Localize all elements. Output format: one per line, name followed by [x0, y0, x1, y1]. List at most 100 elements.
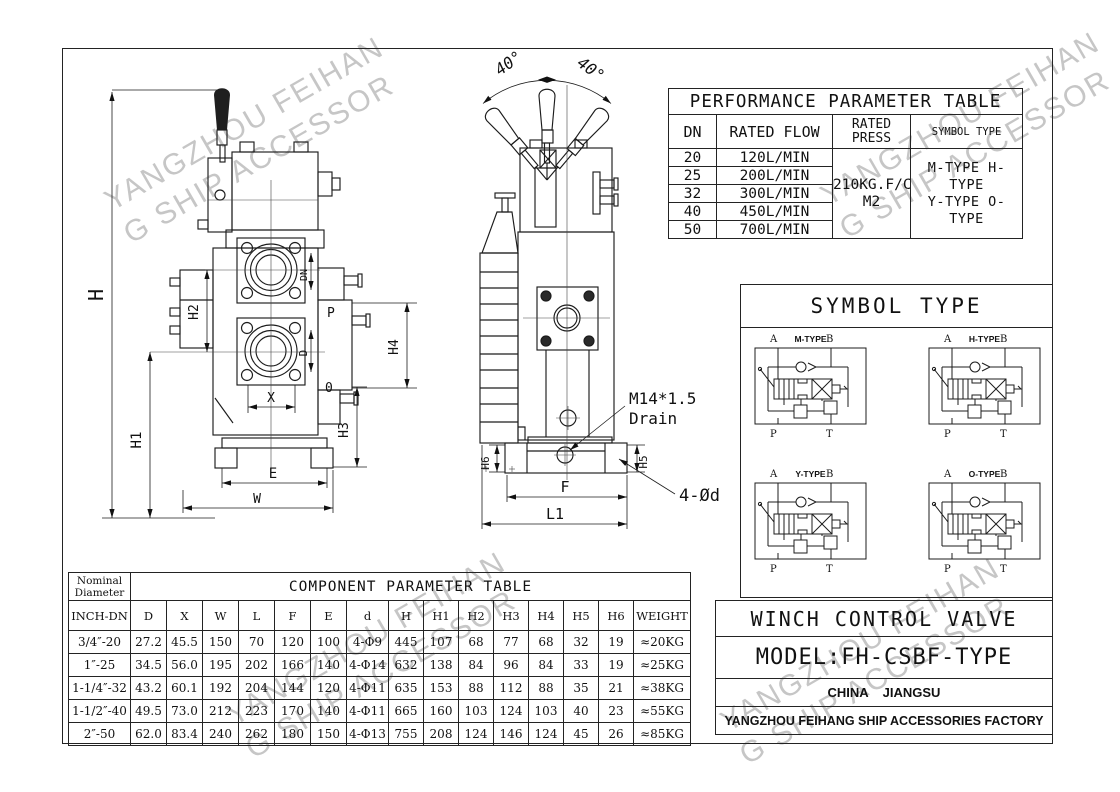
- value-cell: 665: [388, 699, 424, 723]
- component-col-header: D: [130, 600, 167, 631]
- value-cell: 4-Φ13: [346, 722, 389, 746]
- component-col-header: d: [346, 600, 389, 631]
- port-a-label: A: [770, 469, 778, 480]
- handle-left-40: [484, 107, 548, 181]
- value-cell: 202: [238, 653, 275, 677]
- component-col-header: X: [166, 600, 203, 631]
- port-t-label: T: [1000, 564, 1007, 575]
- dim-label-l1: L1: [546, 505, 564, 523]
- col-header-dn: DN: [668, 114, 717, 149]
- size-cell: 1″-25: [68, 653, 131, 677]
- value-cell: 160: [423, 699, 459, 723]
- rated-flow-value: 200L/MIN: [716, 166, 833, 185]
- value-cell: 204: [238, 676, 275, 700]
- component-table: Nominal Diameter COMPONENT PARAMETER TAB…: [68, 572, 692, 746]
- value-cell: 23: [598, 699, 634, 723]
- value-cell: 635: [388, 676, 424, 700]
- side-centerlines: [483, 85, 610, 480]
- component-col-header: H2: [458, 600, 494, 631]
- dim-label-h5: H5: [637, 455, 650, 468]
- value-cell: ≈85KG: [632, 722, 692, 746]
- port-a-label: A: [944, 334, 952, 345]
- symbol-type-name: O-TYPE: [968, 469, 1001, 479]
- value-cell: 212: [202, 699, 239, 723]
- component-col-header: E: [310, 600, 347, 631]
- value-cell: 240: [202, 722, 239, 746]
- front-view-dimensions: [102, 89, 417, 519]
- component-col-header: INCH-DN: [68, 600, 131, 631]
- dim-label-f: F: [560, 478, 569, 496]
- value-cell: 103: [458, 699, 494, 723]
- port-p-label: P: [944, 429, 951, 440]
- dn-value: 50: [668, 220, 717, 239]
- value-cell: 166: [274, 653, 311, 677]
- product-title: WINCH CONTROL VALVE: [750, 606, 1018, 631]
- value-cell: 56.0: [166, 653, 203, 677]
- port-b-label: B: [1000, 334, 1008, 345]
- value-cell: 32: [563, 630, 599, 654]
- dim-label-h4: H4: [387, 339, 402, 355]
- value-cell: 100: [310, 630, 347, 654]
- rated-press-header-line2: PRESS: [851, 130, 892, 146]
- value-cell: 84: [458, 653, 494, 677]
- component-col-header: WEIGHT: [632, 600, 692, 631]
- component-table-title: COMPONENT PARAMETER TABLE: [129, 572, 692, 601]
- component-col-header: L: [238, 600, 275, 631]
- rated-flow-value: 450L/MIN: [716, 202, 833, 221]
- hydraulic-schematic: [928, 347, 1041, 425]
- component-col-header: W: [202, 600, 239, 631]
- value-cell: 632: [388, 653, 424, 677]
- dn-value: 32: [668, 184, 717, 203]
- value-cell: 60.1: [166, 676, 203, 700]
- handle-center: [538, 88, 556, 180]
- port-p-label: P: [770, 564, 777, 575]
- angle-label-left: 40°: [491, 47, 526, 79]
- value-cell: 120: [310, 676, 347, 700]
- dim-label-h: H: [84, 289, 108, 301]
- performance-table: PERFORMANCE PARAMETER TABLE DN RATED FLO…: [667, 88, 1024, 239]
- performance-table-title: PERFORMANCE PARAMETER TABLE: [667, 88, 1024, 115]
- value-cell: ≈55KG: [632, 699, 692, 723]
- value-cell: ≈20KG: [632, 630, 692, 654]
- value-cell: 140: [310, 653, 347, 677]
- swing-arc: [482, 76, 612, 104]
- dn-value: 40: [668, 202, 717, 221]
- port-p-label: P: [944, 564, 951, 575]
- value-cell: ≈25KG: [632, 653, 692, 677]
- front-view-drawing: H H1 H2 H3 H4 X E W DN D P 0: [84, 88, 417, 519]
- value-cell: 45.5: [166, 630, 203, 654]
- side-view-dimensions: [481, 405, 676, 529]
- component-col-header: H3: [493, 600, 529, 631]
- value-cell: 68: [458, 630, 494, 654]
- value-cell: 49.5: [130, 699, 167, 723]
- value-cell: 70: [238, 630, 275, 654]
- value-cell: 262: [238, 722, 275, 746]
- value-cell: 180: [274, 722, 311, 746]
- port-t-label: T: [826, 429, 833, 440]
- dim-label-h2: H2: [187, 304, 202, 320]
- value-cell: 208: [423, 722, 459, 746]
- value-cell: 26: [598, 722, 634, 746]
- value-cell: 45: [563, 722, 599, 746]
- component-col-header: H: [388, 600, 424, 631]
- port-b-label: B: [1000, 469, 1008, 480]
- nominal-line2: Diameter: [74, 586, 125, 599]
- value-cell: 120: [274, 630, 311, 654]
- hydraulic-schematic: [754, 347, 867, 425]
- valve-front-outline: [150, 88, 371, 470]
